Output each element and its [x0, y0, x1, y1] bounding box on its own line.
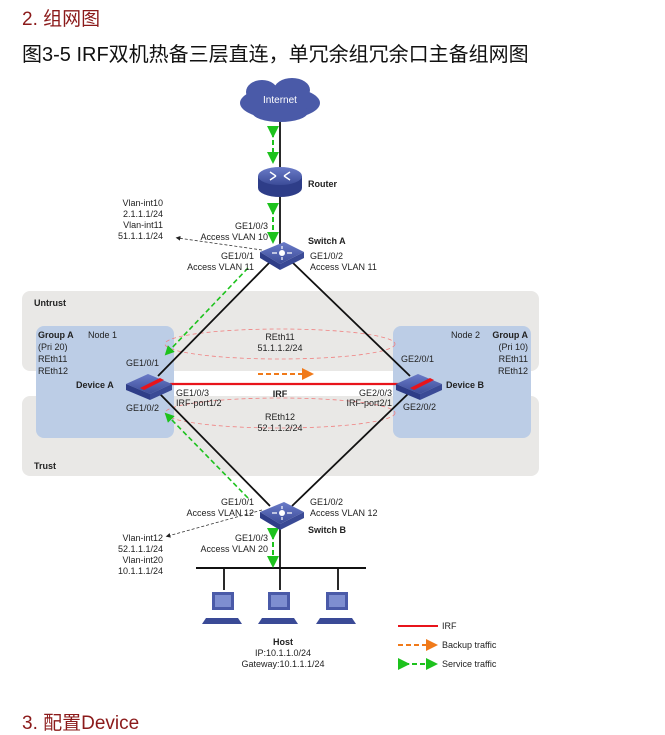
- host-ip: IP:10.1.1.0/24: [255, 648, 311, 658]
- device-a-irf-port: IRF-port1/2: [176, 398, 222, 408]
- switch-a-vlan-pointer: [175, 235, 263, 251]
- service-traffic-switch-a-device-a: [164, 267, 249, 356]
- device-b-irf-port-name: GE2/0/3: [359, 388, 392, 398]
- device-a-reth-0: REth11: [38, 354, 67, 364]
- device-b-node: Node 2: [451, 330, 480, 340]
- device-b-priority: (Pri 10): [498, 342, 528, 352]
- device-b-firewall-icon: [396, 374, 442, 400]
- device-b-irf-port: IRF-port2/1: [346, 398, 392, 408]
- switch-a-port-left-name: GE1/0/1: [221, 251, 254, 261]
- figure-caption: 图3-5 IRF双机热备三层直连，单冗余组冗余口主备组网图: [22, 44, 529, 66]
- internet-label: Internet: [263, 95, 297, 106]
- reth12-ellipse: [164, 397, 396, 429]
- host-pc-icon-2: [258, 592, 298, 624]
- switch-a-port-right-name: GE1/0/2: [310, 251, 343, 261]
- link-switch-a-device-b: [291, 261, 411, 377]
- host-gateway: Gateway:10.1.1.1/24: [241, 659, 324, 669]
- switch-b-port-down-name: GE1/0/3: [235, 533, 268, 543]
- device-b-reth-1: REth12: [498, 366, 528, 376]
- switch-b-port-left-name: GE1/0/1: [221, 497, 254, 507]
- switch-a-icon: [260, 242, 304, 270]
- reth12-name: REth12: [265, 412, 295, 422]
- reth12-ip: 52.1.1.2/24: [257, 423, 302, 433]
- router-icon: [258, 167, 302, 197]
- device-b-label: Device B: [446, 380, 485, 390]
- device-b-port-down: GE2/0/2: [403, 402, 436, 412]
- switch-a-vlan-info-3: 51.1.1.1/24: [118, 231, 163, 241]
- device-a-label: Device A: [76, 380, 114, 390]
- section-heading: 2. 组网图: [22, 9, 101, 30]
- device-a-port-up: GE1/0/1: [126, 358, 159, 368]
- switch-a-port-up-vlan: Access VLAN 10: [200, 232, 268, 242]
- switch-a-vlan-info-2: Vlan-int11: [123, 220, 163, 230]
- switch-a-port-left-vlan: Access VLAN 11: [187, 262, 254, 272]
- reth11-ellipse: [164, 328, 396, 360]
- switch-b-port-left-vlan: Access VLAN 12: [186, 508, 254, 518]
- switch-b-icon: [260, 502, 304, 530]
- service-traffic-switch-b-device-a: [164, 412, 249, 499]
- legend-irf-label: IRF: [442, 621, 457, 631]
- switch-a-port-up-name: GE1/0/3: [235, 221, 268, 231]
- link-device-b-switch-b: [291, 391, 411, 507]
- device-a-firewall-icon: [126, 374, 172, 400]
- switch-b-vlan-info-1: 52.1.1.1/24: [118, 544, 163, 554]
- link-device-a-switch-b: [157, 391, 271, 507]
- legend-service-label: Service traffic: [442, 659, 497, 669]
- switch-b-vlan-info-0: Vlan-int12: [122, 533, 163, 543]
- switch-a-port-right-vlan: Access VLAN 11: [310, 262, 377, 272]
- irf-label: IRF: [273, 389, 288, 399]
- device-b-reth-0: REth11: [499, 354, 528, 364]
- switch-a-vlan-info-0: Vlan-int10: [122, 198, 163, 208]
- reth11-ip: 51.1.1.2/24: [257, 343, 302, 353]
- host-pc-icon-3: [316, 592, 356, 624]
- device-b-port-up: GE2/0/1: [401, 354, 434, 364]
- untrust-label: Untrust: [34, 298, 66, 308]
- device-b-group: Group A: [492, 330, 528, 340]
- reth11-name: REth11: [265, 332, 294, 342]
- host-pc-icon-1: [202, 592, 242, 624]
- switch-a-vlan-info-1: 2.1.1.1/24: [123, 209, 163, 219]
- device-a-reth-1: REth12: [38, 366, 68, 376]
- device-a-node: Node 1: [88, 330, 117, 340]
- device-a-irf-port-name: GE1/0/3: [176, 388, 209, 398]
- switch-b-label: Switch B: [308, 525, 347, 535]
- switch-b-vlan-info-2: Vlan-int20: [122, 555, 163, 565]
- device-b-group-box: [393, 326, 531, 438]
- link-switch-a-device-a: [157, 261, 271, 377]
- device-a-priority: (Pri 20): [38, 342, 68, 352]
- device-a-group-box: [36, 326, 174, 438]
- internet-cloud-icon: [240, 78, 320, 122]
- switch-b-vlan-info-3: 10.1.1.1/24: [118, 566, 163, 576]
- switch-a-label: Switch A: [308, 236, 346, 246]
- switch-b-port-right-name: GE1/0/2: [310, 497, 343, 507]
- switch-b-port-right-vlan: Access VLAN 12: [310, 508, 378, 518]
- legend-backup-label: Backup traffic: [442, 640, 497, 650]
- device-a-port-down: GE1/0/2: [126, 403, 159, 413]
- next-section-heading: 3. 配置Device: [22, 713, 140, 734]
- device-a-group: Group A: [38, 330, 74, 340]
- switch-b-port-down-vlan: Access VLAN 20: [200, 544, 268, 554]
- trust-label: Trust: [34, 461, 56, 471]
- host-label: Host: [273, 637, 293, 647]
- switch-b-vlan-pointer: [165, 509, 263, 538]
- router-label: Router: [308, 179, 337, 189]
